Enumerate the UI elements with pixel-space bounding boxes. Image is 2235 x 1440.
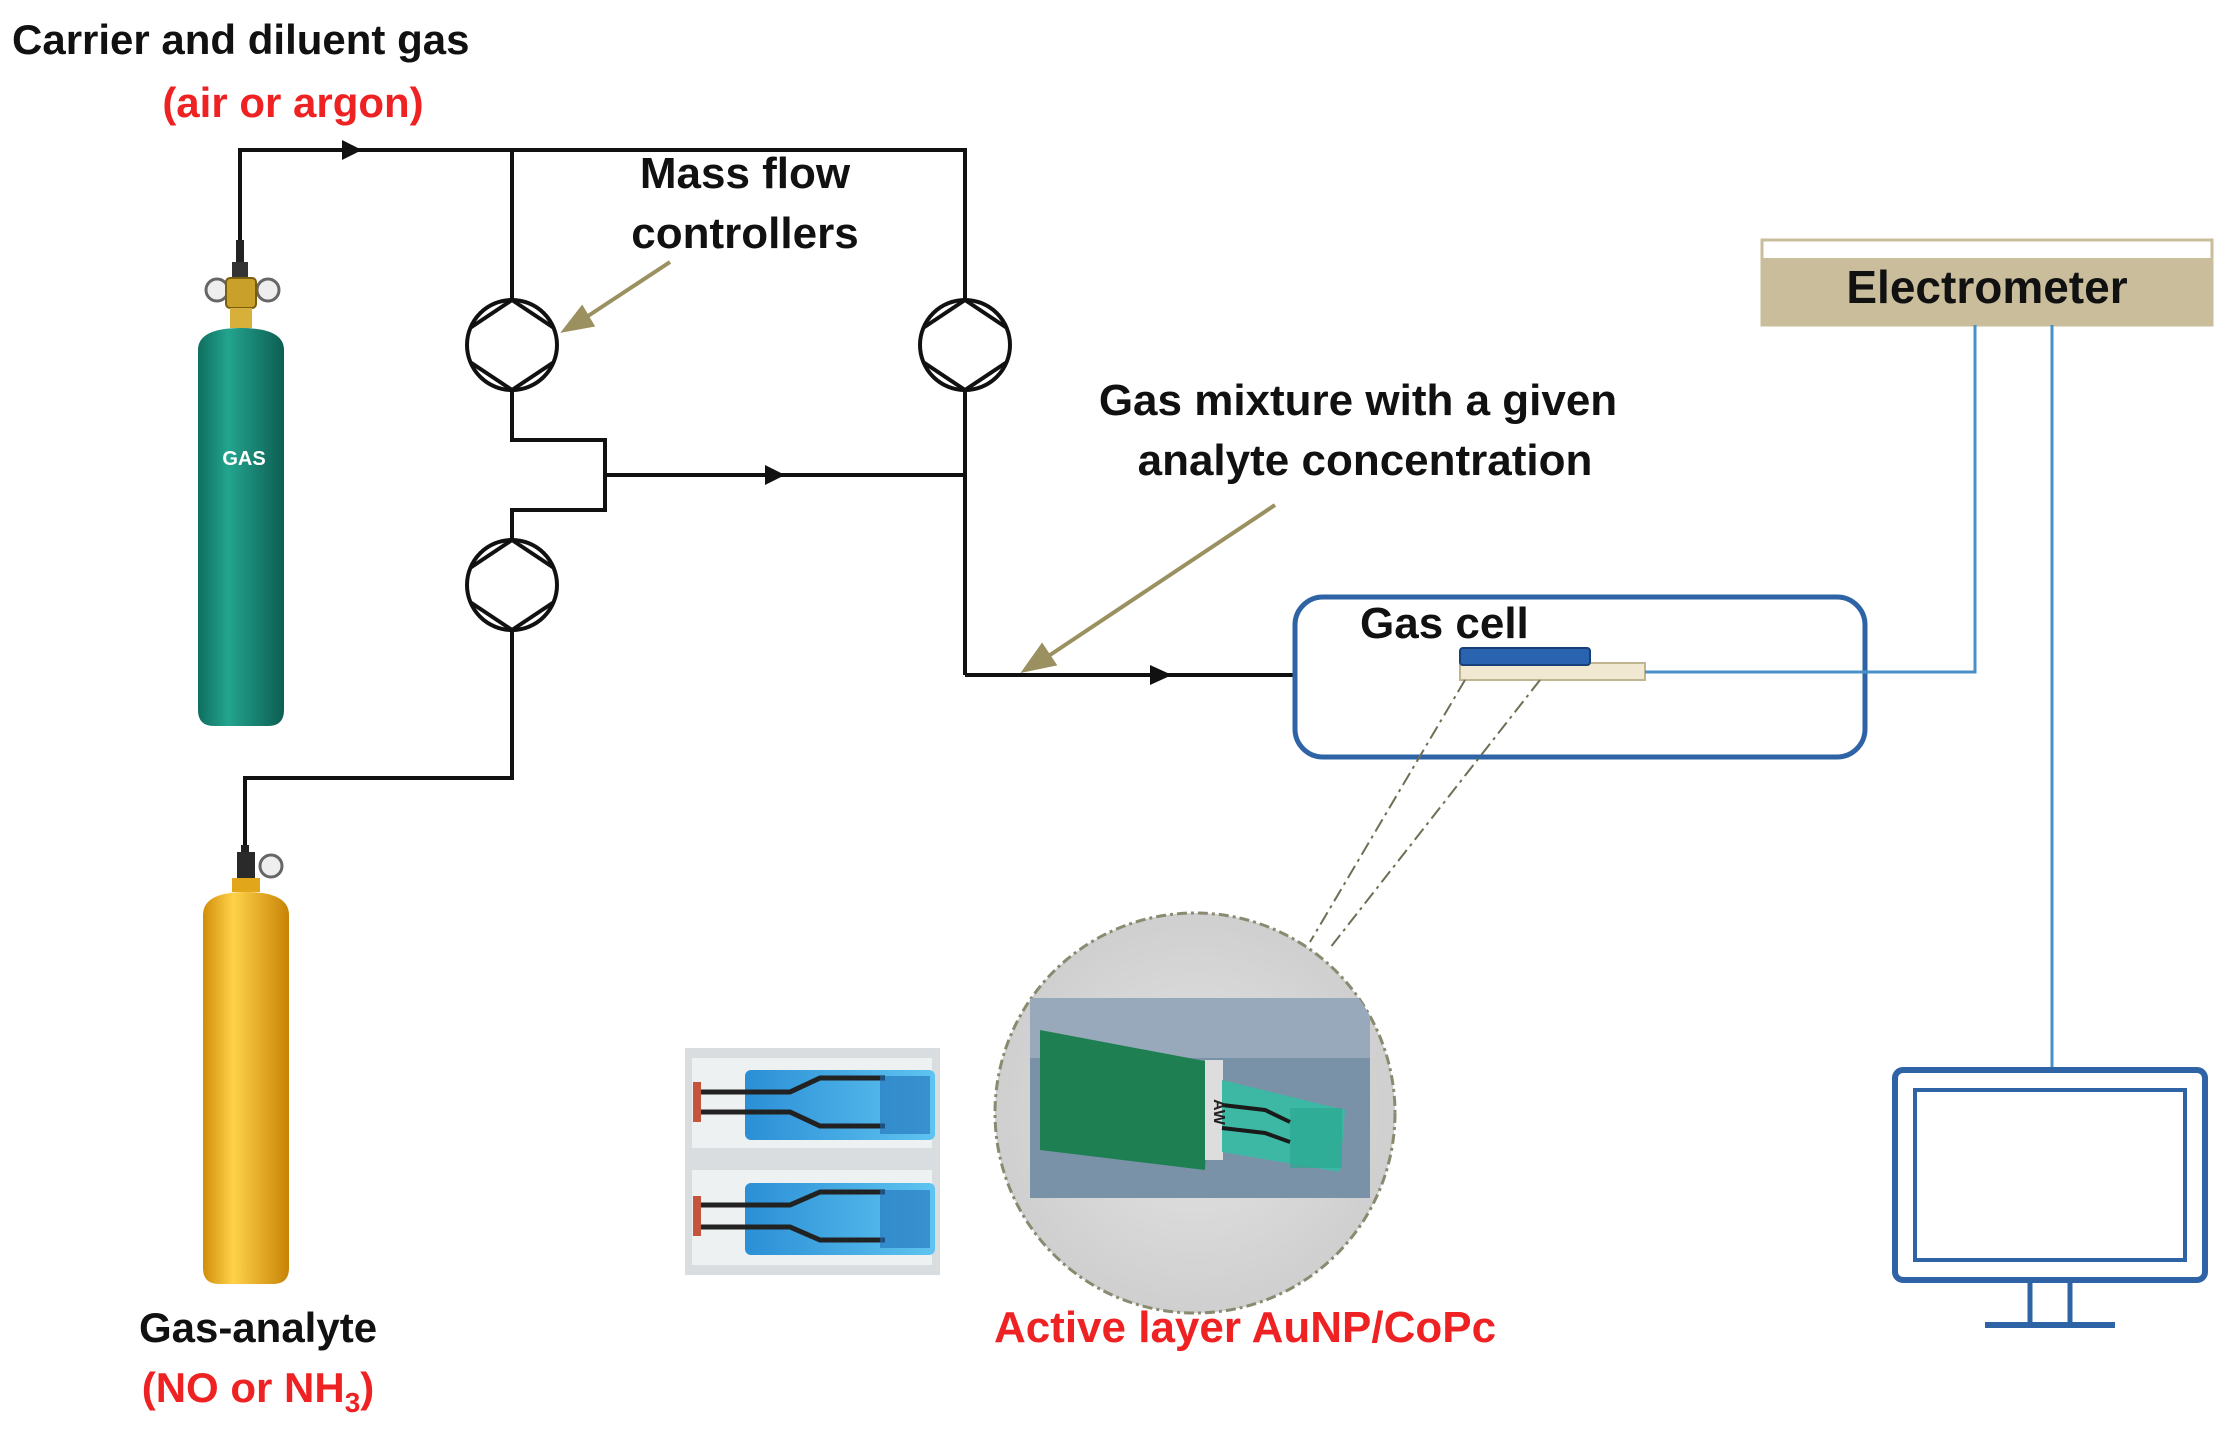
signal-wires: [1645, 325, 2054, 1070]
mixture-label-line2: analyte concentration: [1138, 436, 1593, 485]
pressure-gauge-icon: [204, 277, 230, 303]
gas-pipes: [238, 148, 1295, 845]
flow-arrow-icon: [1150, 665, 1172, 685]
pressure-gauge-icon: [258, 853, 284, 879]
mass-flow-controller-2: [918, 297, 1012, 393]
carrier-gas-subtitle: (air or argon): [162, 79, 423, 126]
pointer-arrowhead-icon: [560, 304, 596, 333]
zoom-connector-lines: [1309, 679, 1541, 949]
flow-arrow-icon: [342, 140, 362, 160]
mass-flow-label-line1: Mass flow: [640, 149, 851, 198]
analyte-gas-subtitle: (NO or NH3): [142, 1364, 375, 1418]
sensor-wire: [1645, 325, 1977, 674]
computer-monitor-icon: [1892, 1067, 2208, 1328]
carrier-gas-title: Carrier and diluent gas: [12, 16, 469, 63]
flow-arrows: [342, 140, 1172, 685]
sensor-chip-photo-bottom: [692, 1170, 935, 1265]
mfc1-outlet-pipe: [510, 390, 607, 545]
analyte-subtitle-suffix: ): [360, 1364, 374, 1411]
electrometer-label: Electrometer: [1846, 261, 2127, 313]
cylinder-label: GAS: [222, 448, 265, 470]
active-layer-label: Active layer AuNP/CoPc: [994, 1303, 1496, 1352]
analyte-subtitle-prefix: (NO or NH: [142, 1364, 345, 1411]
analyte-gas-title: Gas-analyte: [139, 1304, 377, 1351]
sensor-casing: [1040, 1030, 1210, 1170]
mixture-pointer-arrow: [1048, 503, 1277, 657]
flow-arrow-icon: [765, 465, 785, 485]
analyte-gas-cylinder: [203, 845, 289, 1284]
mass-flow-label-line2: controllers: [631, 209, 858, 258]
sensor-chip-label: AW: [1210, 1099, 1227, 1126]
electrometer: [1760, 238, 2214, 327]
pressure-gauge-icon: [255, 277, 281, 303]
sensor-active-layer: [1459, 647, 1591, 666]
mixture-label-line1: Gas mixture with a given: [1099, 376, 1617, 425]
gas-cell-label: Gas cell: [1360, 599, 1529, 648]
analyte-subtitle-subscript: 3: [345, 1387, 361, 1418]
sensor-chip-photo-top: [692, 1058, 935, 1148]
mass-flow-controller-1: [465, 297, 559, 393]
mfc-pointer-arrow: [583, 260, 672, 320]
analyte-supply-pipe: [243, 630, 514, 845]
pointer-arrows: [560, 260, 1277, 673]
pointer-arrowhead-icon: [1020, 642, 1058, 673]
sensor-chip-photos: [685, 1048, 940, 1275]
carrier-gas-cylinder: GAS: [198, 240, 284, 726]
carrier-supply-pipe: [238, 148, 967, 300]
sensor-zoom-view: AW: [993, 911, 1397, 1315]
mass-flow-controller-3: [465, 537, 559, 633]
